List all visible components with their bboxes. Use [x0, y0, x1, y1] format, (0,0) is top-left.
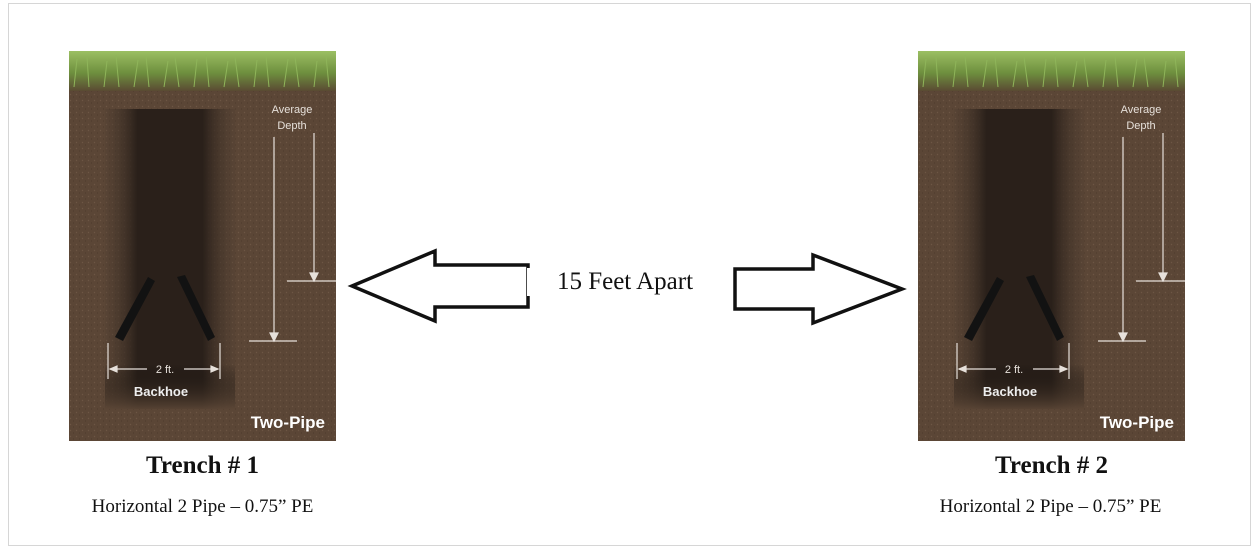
width-label: 2 ft.	[156, 364, 174, 376]
pipe-left	[964, 277, 1004, 341]
depth-label-line2: Depth	[277, 120, 306, 132]
pipe-left	[115, 277, 155, 341]
trench-2-title: Trench # 2	[995, 452, 1108, 479]
separation-label: 15 Feet Apart	[527, 268, 723, 296]
left-arrow-icon	[347, 248, 530, 324]
trench-2-illustration: Average Depth 2 ft. Backhoe Two-Pipe	[918, 51, 1185, 441]
grass-strip	[69, 51, 336, 91]
depth-label-line1: Average	[272, 104, 313, 116]
config-label: Two-Pipe	[251, 413, 325, 432]
width-dimension	[956, 343, 1070, 379]
right-arrow-icon	[733, 252, 907, 326]
grass-strip	[918, 51, 1185, 91]
trench-2-subtitle: Horizontal 2 Pipe – 0.75” PE	[939, 496, 1162, 517]
depth-arrows	[249, 133, 336, 343]
separation-arrows	[347, 248, 907, 326]
depth-label-line1: Average	[1121, 104, 1162, 116]
pipe-right	[177, 275, 215, 341]
trench-1-illustration: Average Depth 2 ft. Backhoe Two-Pipe	[69, 51, 336, 441]
trench-1-subtitle: Horizontal 2 Pipe – 0.75” PE	[91, 496, 314, 517]
config-label: Two-Pipe	[1100, 413, 1174, 432]
grass-blades	[73, 54, 330, 88]
method-label: Backhoe	[983, 384, 1037, 399]
trench-1-title: Trench # 1	[146, 452, 259, 479]
figure-frame	[8, 3, 1251, 546]
grass-blades	[922, 54, 1179, 88]
depth-label-line2: Depth	[1126, 120, 1155, 132]
depth-arrows	[1098, 133, 1185, 343]
method-label: Backhoe	[134, 384, 188, 399]
width-label: 2 ft.	[1005, 364, 1023, 376]
width-dimension	[107, 343, 221, 379]
pipe-right	[1026, 275, 1064, 341]
